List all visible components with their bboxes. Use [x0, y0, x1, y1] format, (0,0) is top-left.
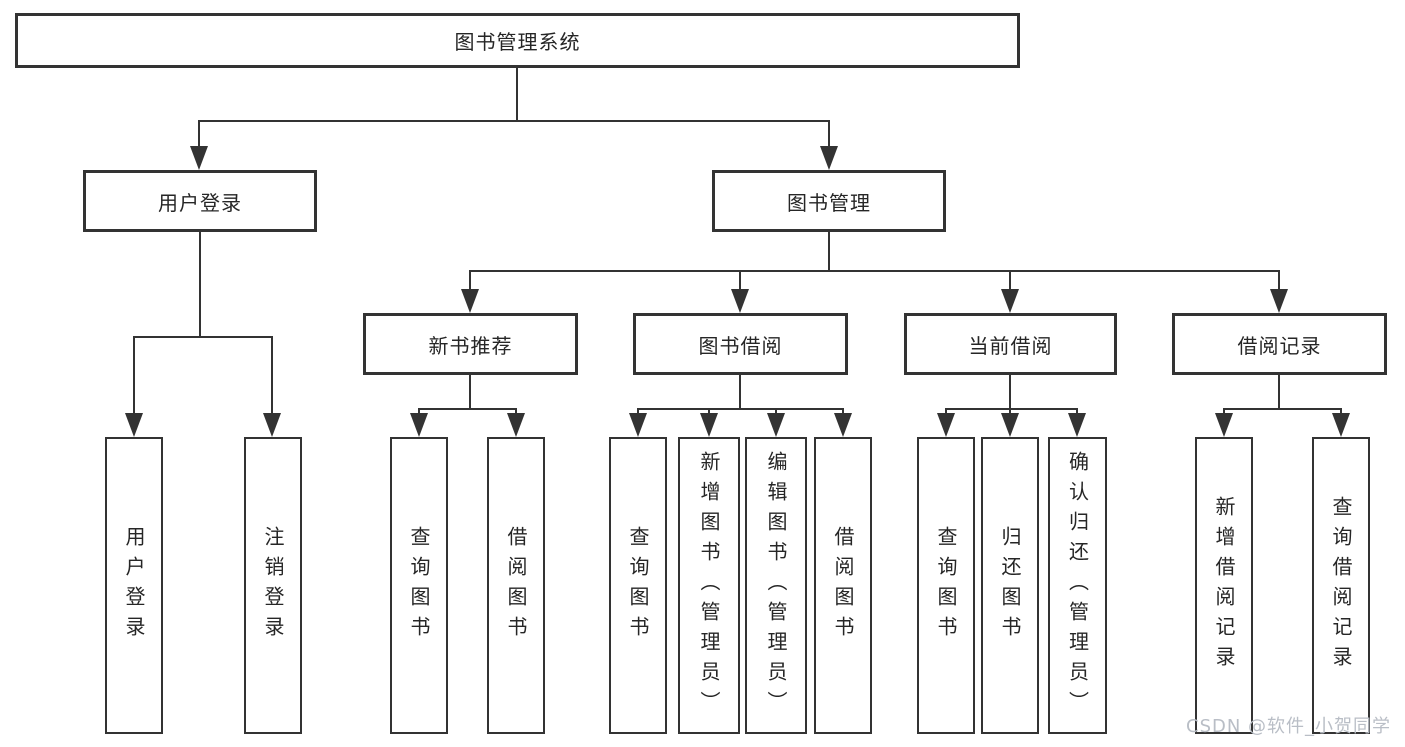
node-label: 当前借阅	[968, 333, 1053, 358]
arrow-down-icon	[937, 413, 955, 437]
node-current-borrowing: 当前借阅	[904, 313, 1117, 375]
arrow-down-icon	[820, 146, 838, 170]
connector-drop	[1340, 408, 1342, 416]
arrow-down-icon	[125, 413, 143, 437]
connector-drop	[842, 408, 844, 416]
arrow-down-icon	[1068, 413, 1086, 437]
leaf-label: 新增图书（管理员）	[697, 450, 721, 721]
connector-drop	[198, 120, 200, 148]
connector-user-login-stem	[199, 232, 201, 336]
connector-drop	[739, 270, 741, 292]
node-label: 图书借阅	[698, 333, 783, 358]
connector-book-mgmt-branch	[470, 270, 1280, 272]
arrow-down-icon	[410, 413, 428, 437]
leaf-recommend-query-books: 查询图书	[390, 437, 448, 734]
node-label: 新书推荐	[428, 333, 513, 358]
node-label: 借阅记录	[1237, 333, 1322, 358]
node-label: 图书管理系统	[454, 30, 581, 54]
connector-drop	[271, 336, 273, 415]
connector-drop	[1223, 408, 1225, 416]
connector-drop	[945, 408, 947, 416]
arrow-down-icon	[461, 289, 479, 313]
connector-root-stem	[516, 68, 518, 120]
connector-drop	[1009, 408, 1011, 416]
leaf-label: 确认归还（管理员）	[1065, 450, 1090, 721]
leaf-current-query-books: 查询图书	[917, 437, 975, 734]
leaf-current-return-books: 归还图书	[981, 437, 1039, 734]
arrow-down-icon	[700, 413, 718, 437]
connector-records-branch	[1223, 408, 1342, 410]
arrow-down-icon	[834, 413, 852, 437]
arrow-down-icon	[1215, 413, 1233, 437]
arrow-down-icon	[1270, 289, 1288, 313]
leaf-recommend-borrow-books: 借阅图书	[487, 437, 545, 734]
connector-drop	[1009, 270, 1011, 292]
csdn-watermark: CSDN @软件_小贺同学	[1186, 716, 1392, 737]
leaf-records-add-record: 新增借阅记录	[1195, 437, 1253, 734]
leaf-borrowing-query-books: 查询图书	[609, 437, 667, 734]
leaf-current-confirm-return-admin: 确认归还（管理员）	[1048, 437, 1107, 734]
connector-drop	[418, 408, 420, 416]
arrow-down-icon	[1001, 289, 1019, 313]
node-user-login: 用户登录	[83, 170, 317, 232]
arrow-down-icon	[263, 413, 281, 437]
leaf-label: 新增借阅记录	[1212, 495, 1236, 676]
connector-records-stem	[1278, 375, 1280, 408]
leaf-label: 借阅图书	[831, 525, 855, 646]
leaf-borrowing-add-books-admin: 新增图书（管理员）	[678, 437, 740, 734]
leaf-label: 用户登录	[122, 525, 146, 646]
leaf-label: 查询图书	[934, 525, 958, 646]
leaf-records-query-record: 查询借阅记录	[1312, 437, 1370, 734]
connector-drop	[828, 120, 830, 148]
leaf-user-login: 用户登录	[105, 437, 163, 734]
node-label: 用户登录	[158, 190, 242, 215]
connector-borrowing-branch	[637, 408, 844, 410]
node-borrowing-records: 借阅记录	[1172, 313, 1387, 375]
connector-drop	[1076, 408, 1078, 416]
leaf-label: 借阅图书	[504, 525, 528, 646]
connector-borrowing-stem	[739, 375, 741, 408]
connector-drop	[133, 336, 135, 415]
connector-book-mgmt-stem	[828, 232, 830, 270]
connector-drop	[469, 270, 471, 292]
node-label: 图书管理	[787, 190, 871, 215]
node-library-management-system: 图书管理系统	[15, 13, 1020, 68]
leaf-borrowing-borrow-books: 借阅图书	[814, 437, 872, 734]
leaf-label: 查询图书	[626, 525, 650, 646]
leaf-label: 注销登录	[261, 525, 285, 646]
node-book-borrowing: 图书借阅	[633, 313, 848, 375]
connector-drop	[708, 408, 710, 416]
node-book-management: 图书管理	[712, 170, 946, 232]
leaf-label: 编辑图书（管理员）	[764, 450, 788, 721]
connector-recommend-branch	[418, 408, 517, 410]
arrow-down-icon	[767, 413, 785, 437]
connector-current-stem	[1009, 375, 1011, 408]
arrow-down-icon	[1001, 413, 1019, 437]
connector-drop	[775, 408, 777, 416]
connector-current-branch	[945, 408, 1078, 410]
connector-user-login-branch	[133, 336, 273, 338]
arrow-down-icon	[1332, 413, 1350, 437]
connector-drop	[1278, 270, 1280, 292]
arrow-down-icon	[507, 413, 525, 437]
leaf-label: 归还图书	[998, 525, 1022, 646]
leaf-logout: 注销登录	[244, 437, 302, 734]
node-new-book-recommendation: 新书推荐	[363, 313, 578, 375]
arrow-down-icon	[629, 413, 647, 437]
arrow-down-icon	[190, 146, 208, 170]
connector-root-branch	[198, 120, 830, 122]
connector-drop	[637, 408, 639, 416]
leaf-label: 查询图书	[407, 525, 431, 646]
arrow-down-icon	[731, 289, 749, 313]
leaf-label: 查询借阅记录	[1329, 495, 1353, 676]
connector-drop	[515, 408, 517, 416]
leaf-borrowing-edit-books-admin: 编辑图书（管理员）	[745, 437, 807, 734]
connector-recommend-stem	[469, 375, 471, 408]
